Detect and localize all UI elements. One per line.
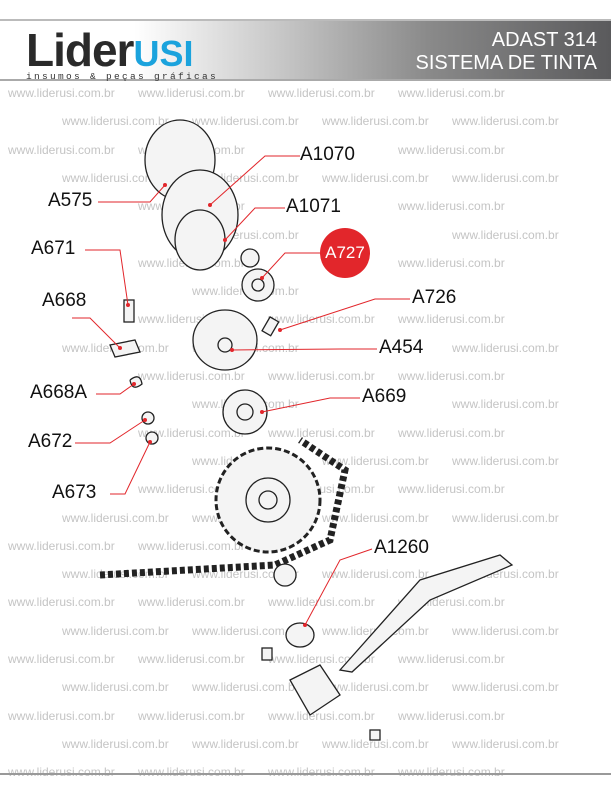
nut-a673 <box>145 431 159 445</box>
part-label-a669: A669 <box>362 386 407 408</box>
part-label-a668: A668 <box>42 290 87 312</box>
part-label-a575: A575 <box>48 190 93 212</box>
part-label-a1071: A1071 <box>286 196 341 218</box>
part-label-a671: A671 <box>31 238 76 260</box>
part-label-a668a: A668A <box>30 382 88 404</box>
part-label-a1070: A1070 <box>300 144 355 166</box>
lever-a668 <box>109 339 141 358</box>
part-label-a454: A454 <box>379 337 424 359</box>
spring-a672 <box>141 411 155 425</box>
part-drawings <box>99 119 514 741</box>
leader-dots <box>118 183 307 627</box>
screw-a726 <box>261 316 280 337</box>
part-label-a726: A726 <box>412 287 457 309</box>
footer-divider <box>0 773 611 775</box>
logo-text-lider: Lider <box>26 24 134 76</box>
chain <box>99 437 349 579</box>
screw-a671 <box>123 299 135 323</box>
page-title: ADAST 314 SISTEMA DE TINTA <box>415 29 597 75</box>
part-label-a727-highlighted: A727 <box>320 228 370 278</box>
section-name: SISTEMA DE TINTA <box>415 52 597 74</box>
part-label-a673: A673 <box>52 482 97 504</box>
logo-tagline: insumos & peças gráficas <box>26 71 219 82</box>
leader-lines <box>72 155 410 626</box>
idler <box>273 563 297 587</box>
liderusi-logo: LiderUSI insumos & peças gráficas <box>26 23 216 82</box>
logo-text-usi: USI <box>133 33 194 74</box>
part-label-a1260: A1260 <box>374 537 429 559</box>
header-banner: LiderUSI insumos & peças gráficas ADAST … <box>0 19 611 82</box>
machine-model: ADAST 314 <box>491 29 597 51</box>
handle-a1260 <box>338 554 514 673</box>
part-label-a672: A672 <box>28 431 73 453</box>
